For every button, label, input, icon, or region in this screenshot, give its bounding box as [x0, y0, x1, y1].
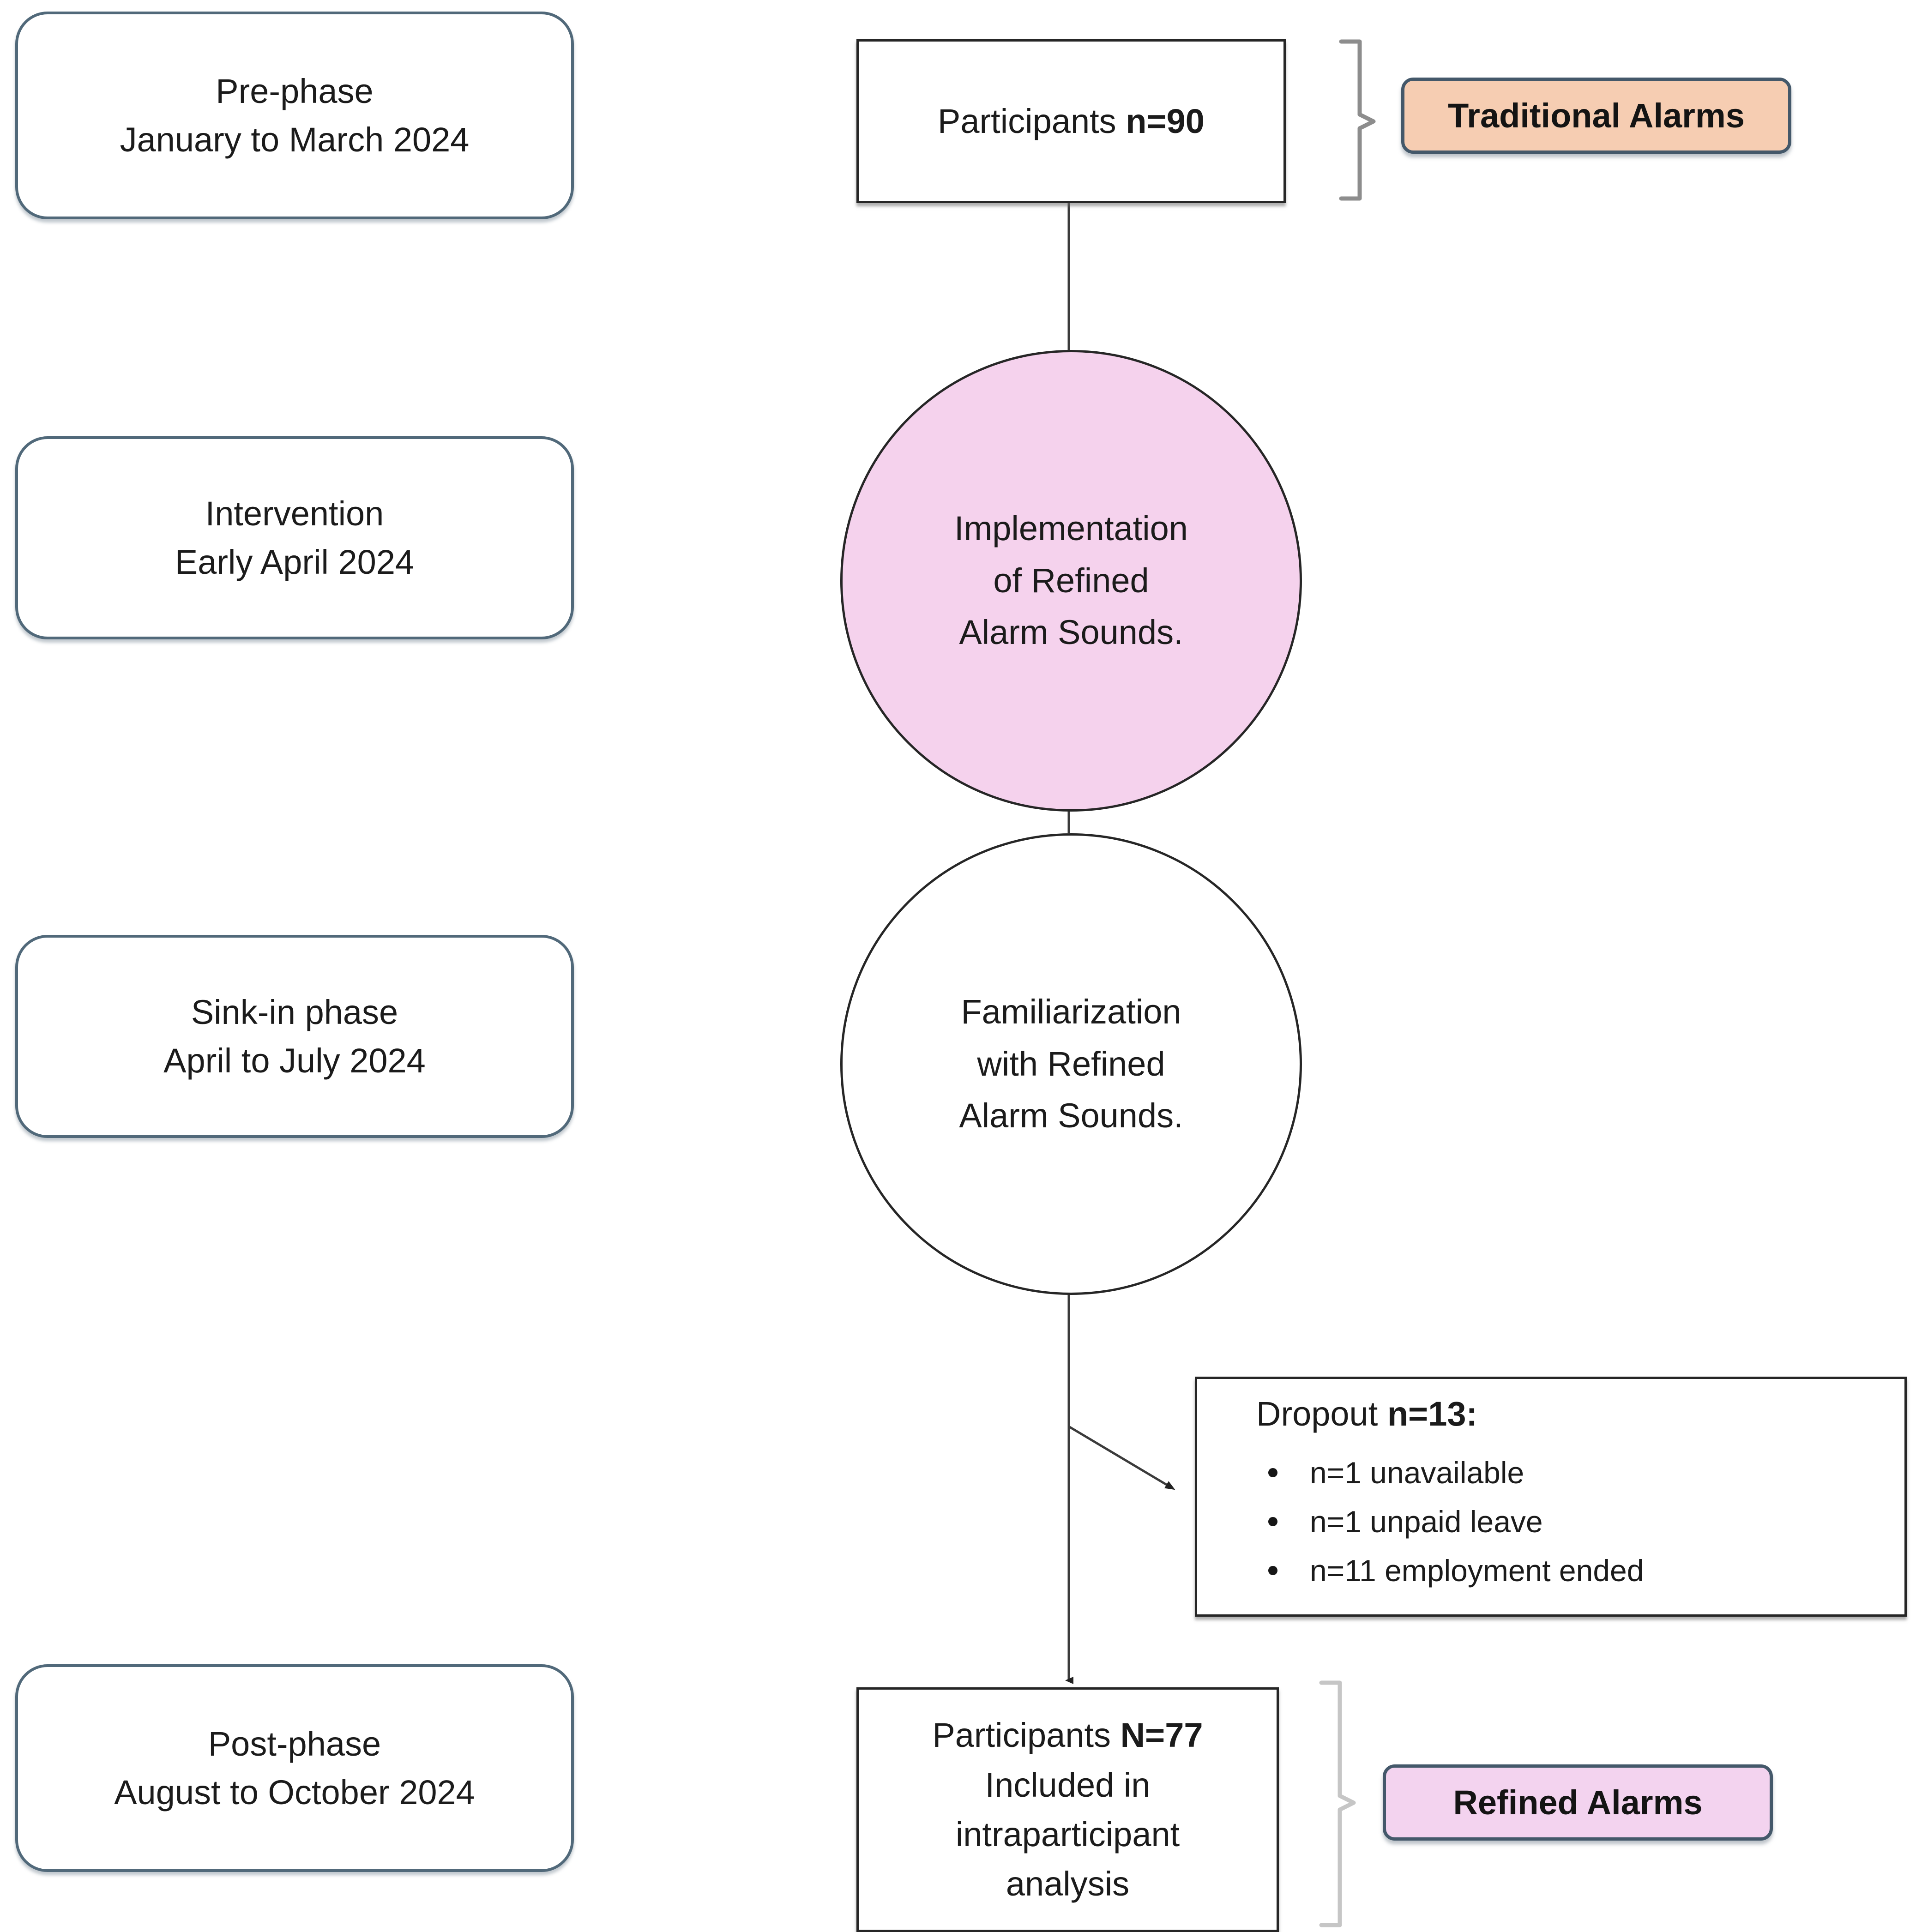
list-item: n=1 unavailable: [1256, 1457, 1644, 1488]
participants-bottom-line-3: intraparticipant: [955, 1815, 1180, 1854]
phase-card-post-phase: Post-phase August to October 2024: [15, 1664, 574, 1872]
participants-bottom-count: N=77: [1120, 1716, 1203, 1755]
phase-dates: Early April 2024: [175, 543, 415, 581]
badge-refined-alarms-label: Refined Alarms: [1453, 1783, 1703, 1822]
phase-title: Intervention: [205, 494, 384, 533]
participants-top-box: Participants n=90: [856, 39, 1286, 203]
list-item: n=1 unpaid leave: [1256, 1506, 1644, 1537]
familiarization-line-2: with Refined: [977, 1044, 1165, 1083]
participants-bottom-line-2: Included in: [985, 1765, 1151, 1804]
phase-title: Post-phase: [208, 1724, 381, 1763]
implementation-line-2: of Refined: [993, 561, 1149, 600]
familiarization-line-1: Familiarization: [961, 993, 1181, 1031]
dropout-title-count: n=13:: [1387, 1395, 1478, 1433]
dropout-title: Dropout n=13:: [1256, 1389, 1644, 1438]
participants-bottom-headline: Participants N=77: [932, 1710, 1203, 1760]
phase-dates: April to July 2024: [163, 1041, 426, 1080]
implementation-line-1: Implementation: [954, 509, 1188, 548]
participants-top-prefix: Participants: [938, 102, 1126, 140]
badge-refined-alarms: Refined Alarms: [1383, 1764, 1773, 1841]
participants-bottom-prefix: Participants: [932, 1716, 1121, 1755]
phase-card-pre-phase: Pre-phase January to March 2024: [15, 12, 574, 219]
phase-title: Sink-in phase: [191, 993, 398, 1031]
bracket-traditional: [1339, 39, 1376, 201]
bracket-refined: [1319, 1680, 1356, 1927]
connector-dropout-branch: [1068, 1425, 1175, 1490]
dropout-reason: n=1 unavailable: [1310, 1455, 1524, 1490]
phase-dates: August to October 2024: [114, 1773, 475, 1812]
dropout-reason-list: n=1 unavailable n=1 unpaid leave n=11 em…: [1256, 1457, 1644, 1586]
dropout-content: Dropout n=13: n=1 unavailable n=1 unpaid…: [1197, 1389, 1644, 1604]
participants-top-text: Participants n=90: [938, 96, 1205, 146]
phase-card-intervention: Intervention Early April 2024: [15, 436, 574, 639]
implementation-line-3: Alarm Sounds.: [959, 613, 1183, 652]
dropout-title-prefix: Dropout: [1256, 1395, 1387, 1433]
phase-title: Pre-phase: [216, 72, 374, 110]
dropout-reason: n=11 employment ended: [1310, 1553, 1644, 1588]
implementation-circle: Implementation of Refined Alarm Sounds.: [840, 350, 1302, 812]
phase-dates: January to March 2024: [120, 120, 470, 159]
bullet-icon: [1268, 1565, 1277, 1575]
dropout-box: Dropout n=13: n=1 unavailable n=1 unpaid…: [1195, 1377, 1907, 1617]
bullet-icon: [1268, 1517, 1277, 1526]
participants-top-count: n=90: [1126, 102, 1205, 140]
familiarization-line-3: Alarm Sounds.: [959, 1096, 1183, 1135]
participants-bottom-box: Participants N=77 Included in intraparti…: [856, 1687, 1279, 1932]
phase-card-sink-in-phase: Sink-in phase April to July 2024: [15, 935, 574, 1138]
bullet-icon: [1268, 1468, 1277, 1477]
list-item: n=11 employment ended: [1256, 1555, 1644, 1586]
dropout-reason: n=1 unpaid leave: [1310, 1504, 1543, 1539]
familiarization-circle: Familiarization with Refined Alarm Sound…: [840, 833, 1302, 1295]
participants-bottom-line-4: analysis: [1006, 1865, 1130, 1903]
badge-traditional-alarms-label: Traditional Alarms: [1448, 96, 1745, 135]
badge-traditional-alarms: Traditional Alarms: [1401, 78, 1791, 154]
